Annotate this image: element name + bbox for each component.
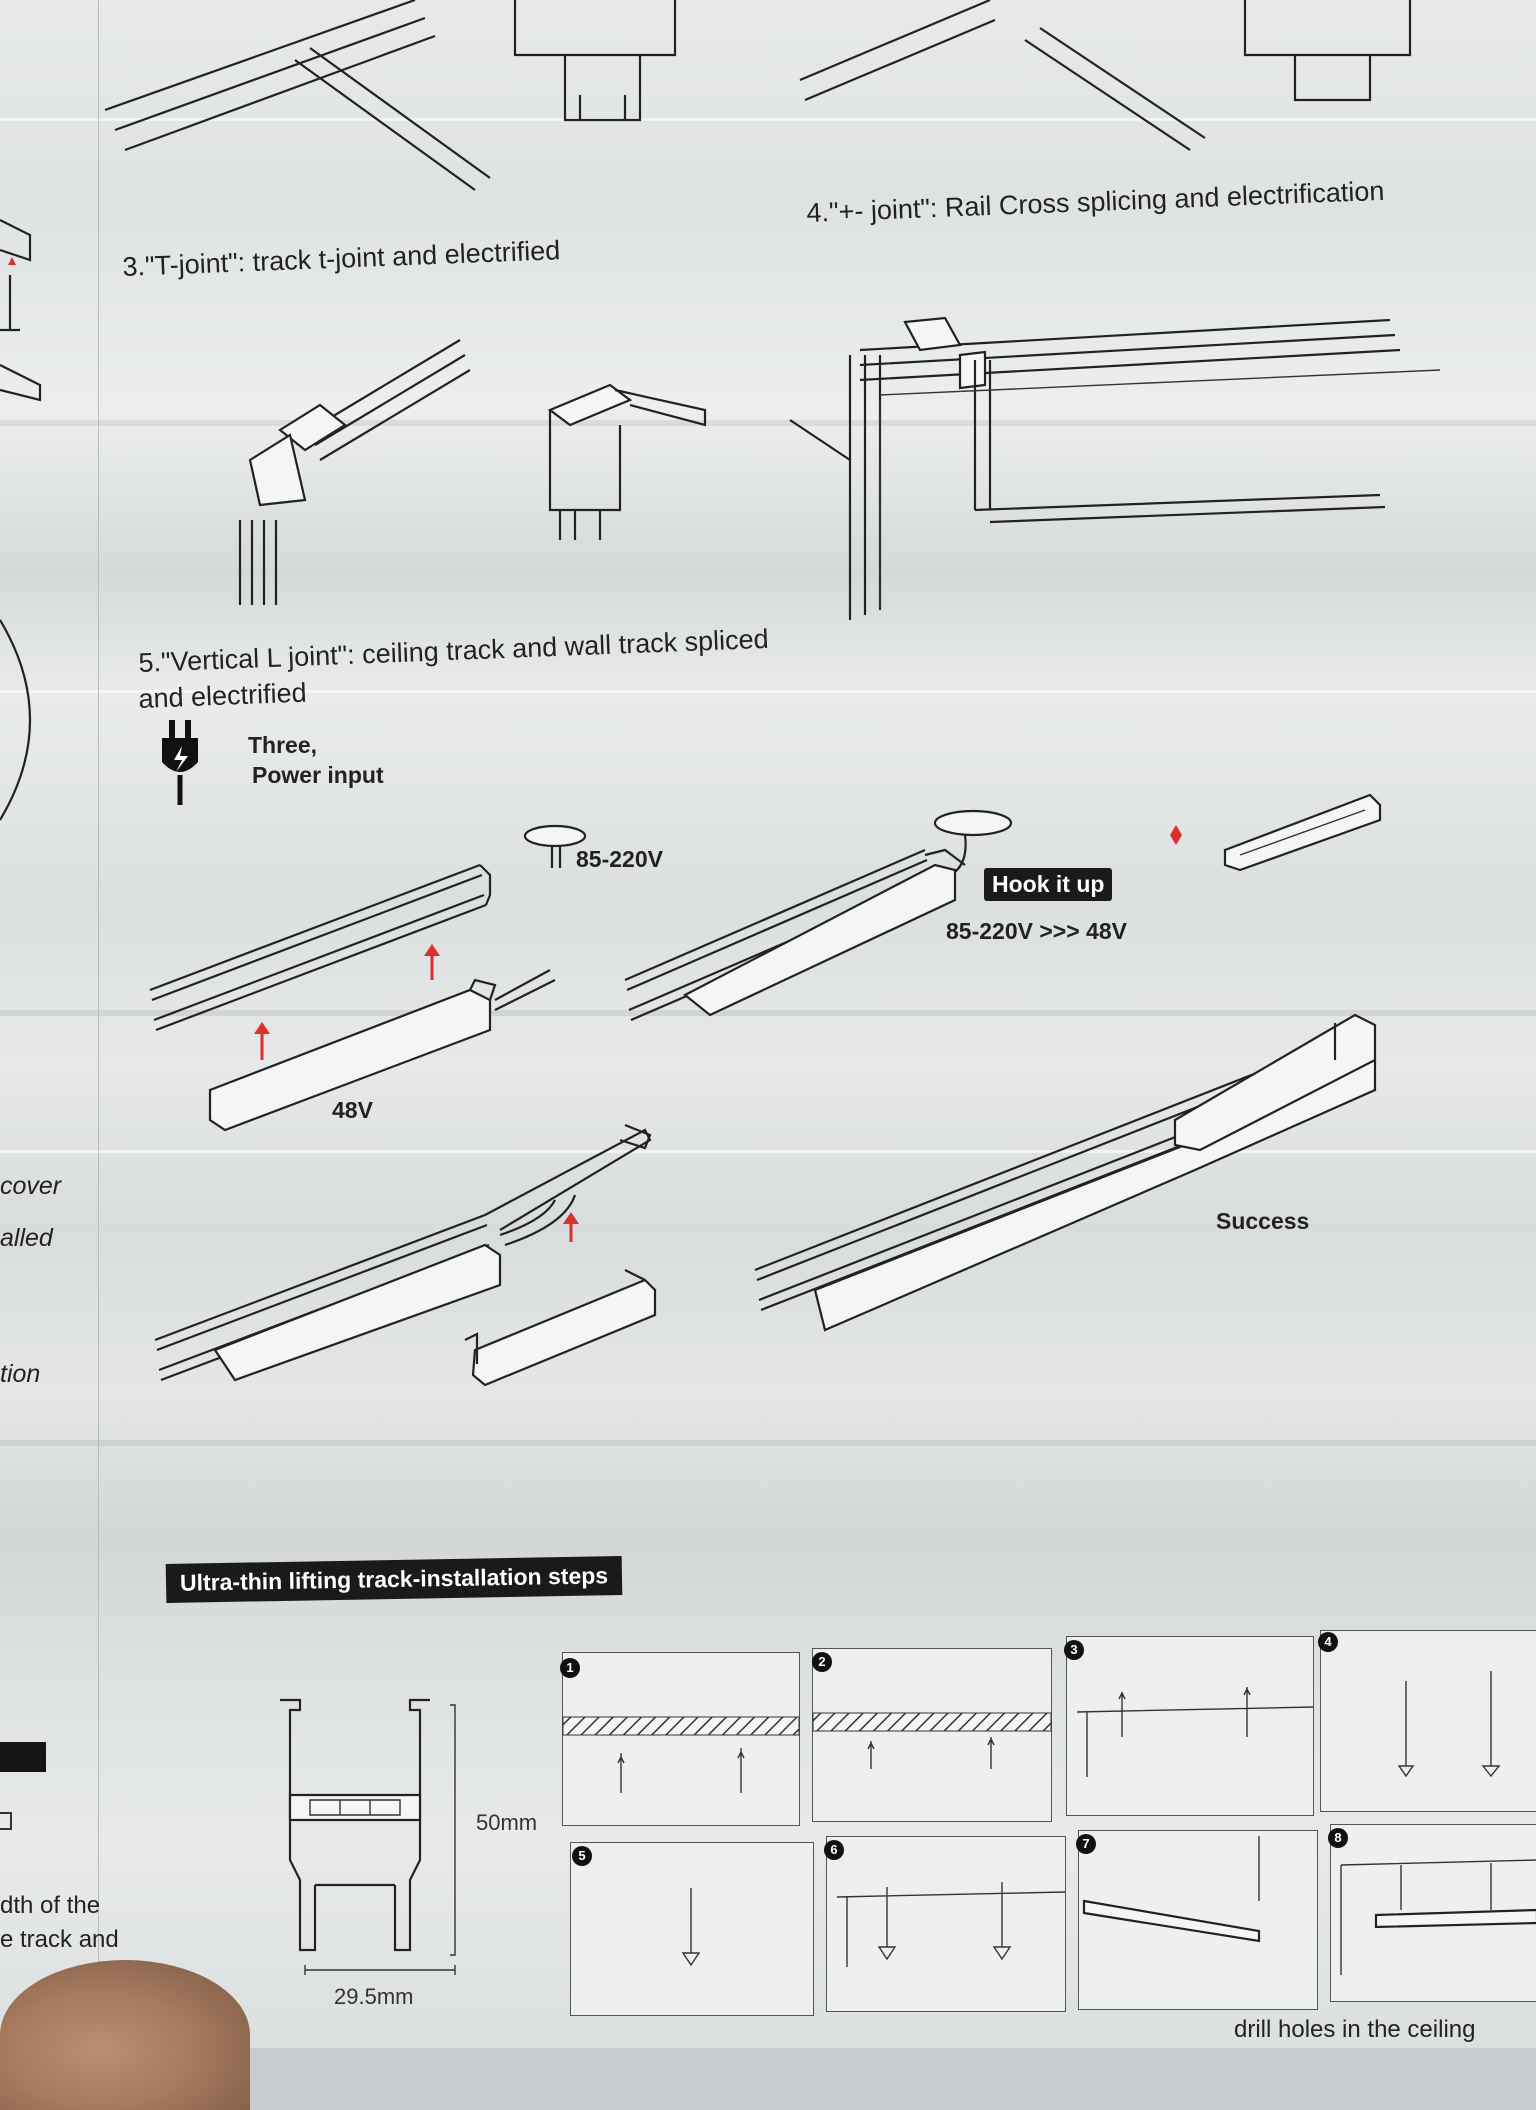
step-panel-1	[562, 1652, 800, 1826]
step-number-7: 7	[1076, 1834, 1096, 1854]
plug-icon	[162, 720, 198, 805]
step-number-1: 1	[560, 1658, 580, 1678]
margin-text: tion	[0, 1360, 41, 1388]
fold-line	[0, 1010, 1536, 1016]
margin-text: e track and	[0, 1926, 119, 1953]
driver-insert-diagram	[149, 863, 556, 1132]
success-diagram	[754, 1013, 1377, 1332]
power-line2: Power input	[252, 762, 384, 788]
step-number-8: 8	[1328, 1828, 1348, 1848]
tjoint-diagram	[238, 339, 707, 605]
low-voltage-label: 48V	[332, 1097, 373, 1123]
step-panel-8	[1330, 1824, 1536, 2002]
step-panel-7	[1078, 1830, 1318, 2010]
width-dimension: 29.5mm	[334, 1984, 414, 2009]
cross-joint-diagram	[789, 316, 1441, 620]
fold-line	[0, 1150, 1536, 1153]
installation-title: Ultra-thin lifting track-installation st…	[165, 1556, 623, 1603]
bottom-instruction-text: drill holes in the ceiling	[1234, 2016, 1476, 2043]
step-panel-5	[570, 1842, 814, 2016]
step-panel-6	[826, 1836, 1066, 2012]
left-edge-fragment	[0, 219, 42, 821]
fold-line	[0, 420, 1536, 426]
fold-line	[0, 690, 1536, 693]
hookup-diagram	[624, 809, 1013, 1022]
step-number-5: 5	[572, 1846, 592, 1866]
height-dimension: 50mm	[476, 1810, 538, 1835]
ceiling-plate-icon	[523, 824, 587, 868]
top-right-track-diagram	[799, 0, 1412, 151]
step-panel-2	[812, 1648, 1052, 1822]
vertical-joint-caption-line2: and electrified	[138, 677, 308, 714]
step-panel-3	[1066, 1636, 1314, 1816]
step-number-3: 3	[1064, 1640, 1084, 1660]
top-left-track-diagram	[104, 0, 677, 191]
hook-up-tag: Hook it up	[984, 868, 1113, 901]
connector-insert-diagram	[154, 1123, 657, 1387]
margin-black-tab	[0, 1742, 46, 1772]
step-number-4: 4	[1318, 1632, 1338, 1652]
success-label: Success	[1216, 1208, 1310, 1234]
fold-line	[0, 118, 1536, 121]
step-number-2: 2	[812, 1652, 832, 1672]
fold-line	[0, 1440, 1536, 1446]
margin-text: cover	[0, 1172, 62, 1200]
column-divider	[98, 0, 99, 2048]
power-line1: Three,	[248, 732, 318, 758]
voltage-conversion-label: 85-220V >>> 48V	[946, 918, 1127, 944]
input-voltage-label: 85-220V	[576, 846, 663, 872]
margin-text: alled	[0, 1224, 53, 1252]
margin-fragment	[0, 1812, 12, 1830]
margin-text: dth of the	[0, 1892, 101, 1919]
track-profile-diagram	[280, 1698, 456, 1975]
step-panel-4	[1320, 1630, 1536, 1812]
finger-in-photo	[0, 1960, 250, 2110]
driver-module-diagram	[1170, 793, 1382, 872]
step-number-6: 6	[824, 1840, 844, 1860]
